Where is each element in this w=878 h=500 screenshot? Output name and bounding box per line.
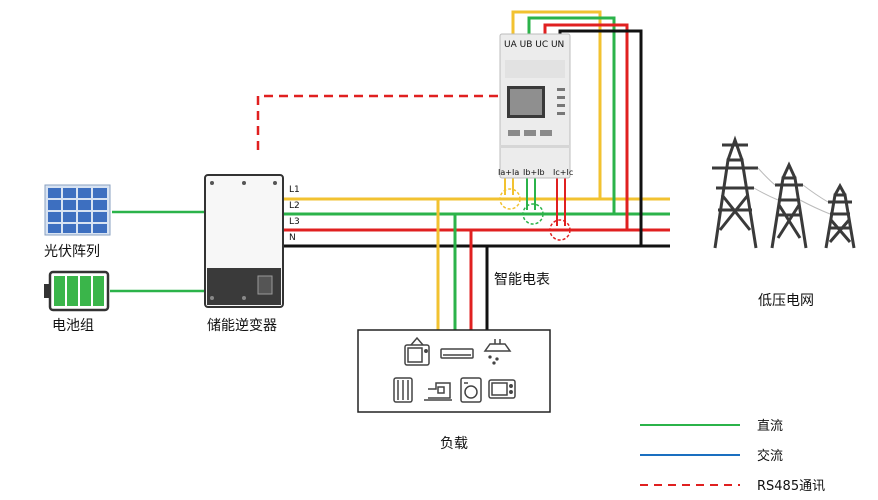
meter-voltage-terminals: UA UB UC UN [504,40,564,50]
meter-wire-uc [543,23,629,230]
meter-ct-c-label: Ic+Ic [553,168,573,177]
ct-b [522,203,544,225]
ct-a [499,188,521,210]
inverter-icon [204,174,284,308]
washing-machine-icon [460,377,482,403]
power-lines [753,167,831,215]
load-box [357,329,551,413]
bus-label-n: N [289,233,296,243]
sewing-machine-icon [424,382,452,401]
meter-ct-a-label: Ia+Ia [498,168,519,177]
battery-label: 电池组 [52,318,94,334]
legend-label-ac: 交流 [757,448,783,464]
meter-wire-ua [511,10,602,199]
grid-label: 低压电网 [758,293,814,309]
ct-c [549,219,571,241]
heater-icon [393,377,413,403]
battery-icon [44,270,110,312]
meter-wire-ub [527,16,616,214]
legend: 直流 交流 RS485通讯 [640,419,825,494]
power-tower-icon [712,135,856,249]
ct-wire-b [526,178,536,210]
meter-ct-b-label: Ib+Ib [523,168,545,177]
meter-label: 智能电表 [494,272,550,288]
smart-meter-icon [499,33,571,179]
legend-label-dc: 直流 [757,419,783,434]
bus-label-l2: L2 [289,201,300,211]
bus-label-l1: L1 [289,185,300,195]
bus-label-l3: L3 [289,217,300,227]
air-conditioner-icon [440,348,474,359]
ct-wire-c [556,178,566,226]
ct-wire-a [504,178,514,195]
pv-label: 光伏阵列 [44,244,100,260]
solar-panel-icon [44,184,111,236]
tv-icon [404,336,430,366]
range-hood-icon [483,339,512,365]
load-label: 负载 [440,436,468,452]
rs485-link [256,94,500,150]
inverter-label: 储能逆变器 [207,318,277,334]
microwave-icon [488,379,516,399]
legend-label-rs485: RS485通讯 [757,479,825,494]
